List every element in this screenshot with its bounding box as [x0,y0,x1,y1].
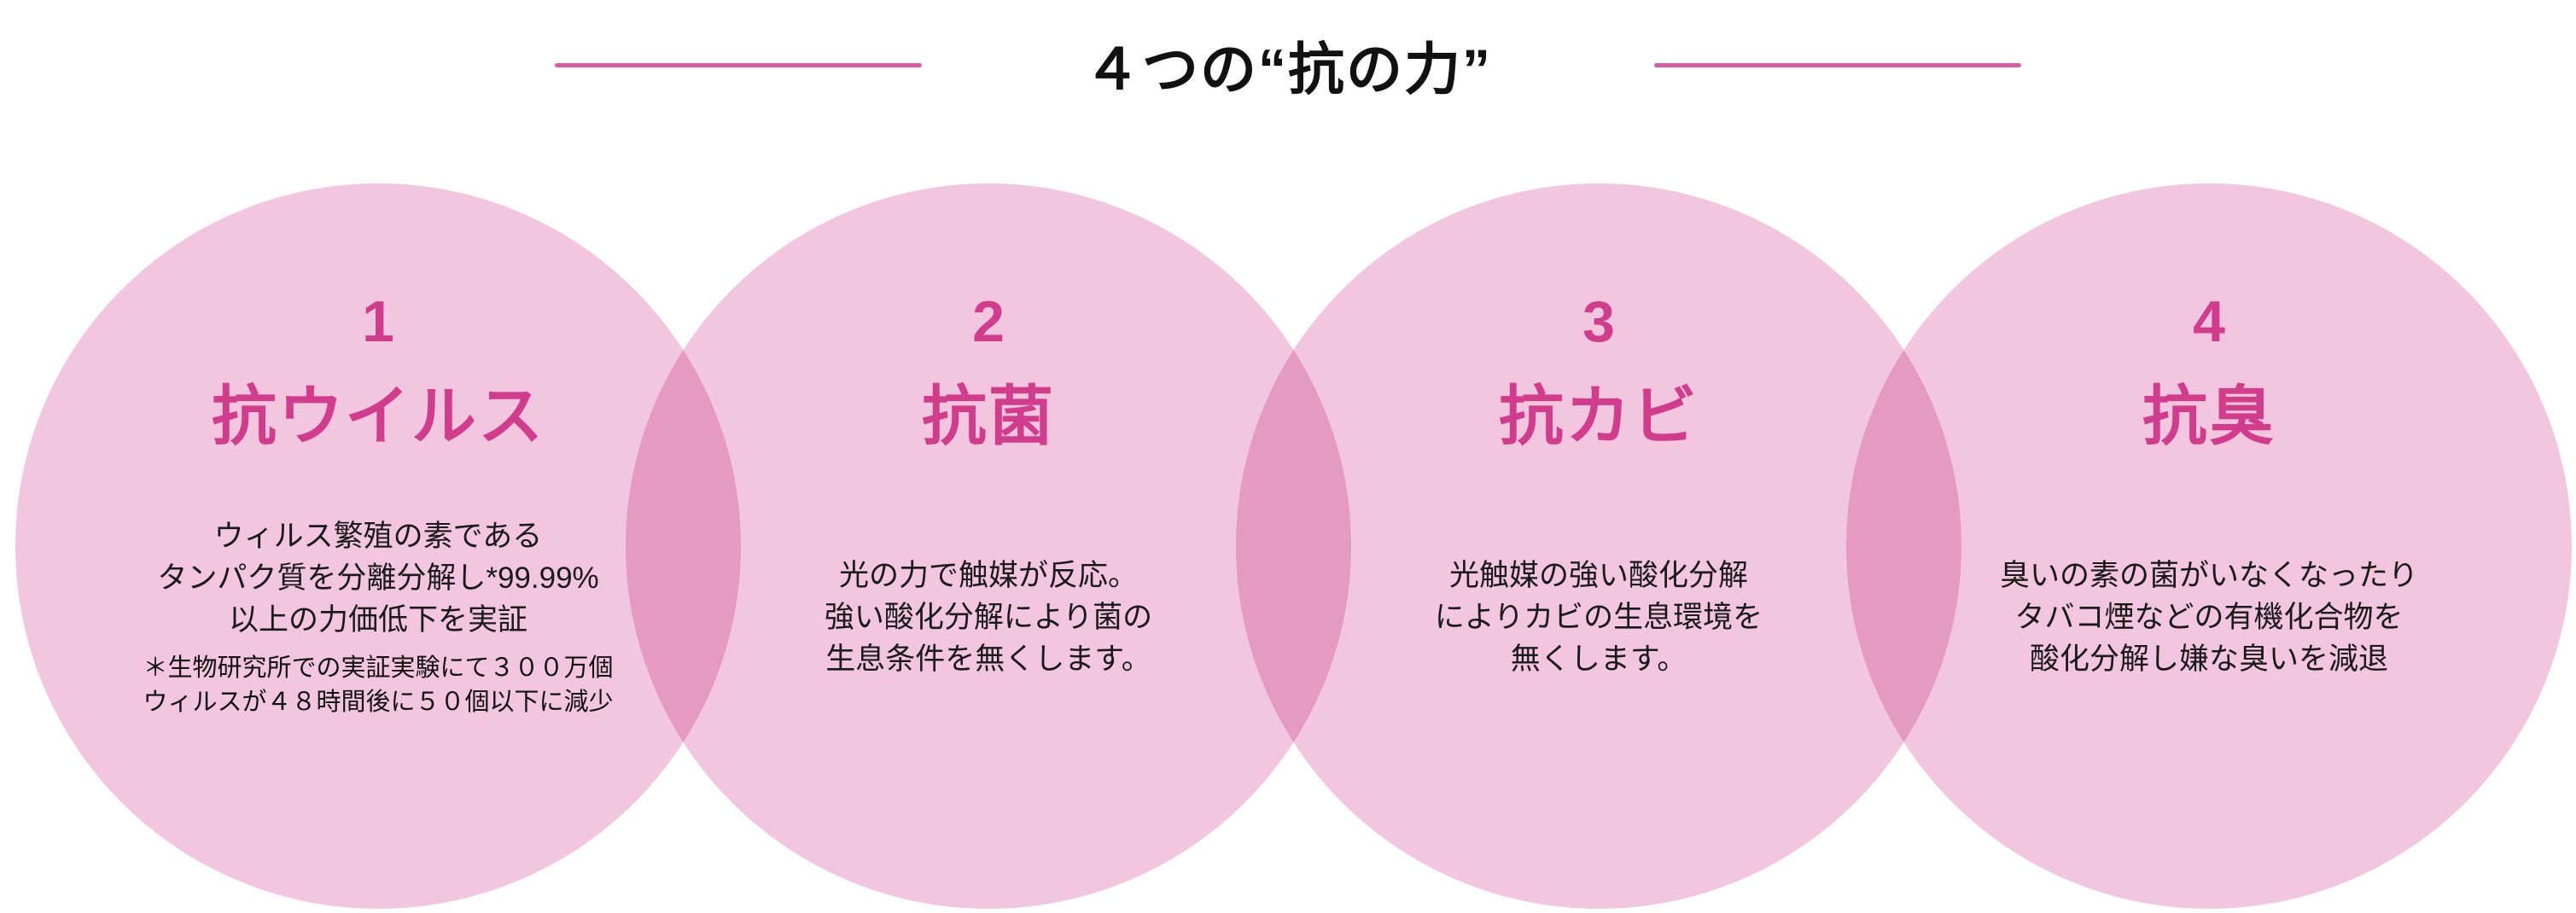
circle-heading: 抗臭 [2142,380,2276,453]
title-divider-right [1654,62,2021,67]
circle-anti-mold: 3 抗カビ 光触媒の強い酸化分解 によりカビの生息環境を 無くします。 [1236,183,1961,909]
body-line: 以上の力価低下を実証 [228,603,527,637]
circle-anti-bacterial: 2 抗菌 光の力で触媒が反応。 強い酸化分解により菌の 生息条件を無くします。 [626,183,1351,909]
footnote-line: ウィルスが４８時間後に５０個以下に減少 [143,689,614,717]
body-line: 生息条件を無くします。 [825,643,1151,677]
body-line: タンパク質を分離分解し*99.99% [157,561,599,596]
circle-body: ウィルス繁殖の素である タンパク質を分離分解し*99.99% 以上の力価低下を実… [143,515,613,719]
page-title: ４つの“抗の力” [1084,38,1492,101]
circle-body: 光触媒の強い酸化分解 によりカビの生息環境を 無くします。 [1435,555,1763,680]
circle-content: 3 抗カビ 光触媒の強い酸化分解 によりカビの生息環境を 無くします。 [1236,183,1961,909]
circle-body: 臭いの素の菌がいなくなったり タバコ煙などの有機化合物を 酸化分解し嫌な臭いを減… [2000,555,2418,680]
circle-anti-odor: 4 抗臭 臭いの素の菌がいなくなったり タバコ煙などの有機化合物を 酸化分解し嫌… [1846,183,2572,909]
circle-number: 3 [1582,289,1615,354]
body-line: ウィルス繁殖の素である [213,520,543,554]
body-line: 光の力で触媒が反応。 [838,559,1138,593]
circle-heading: 抗ウイルス [212,380,545,453]
circle-content: 2 抗菌 光の力で触媒が反応。 強い酸化分解により菌の 生息条件を無くします。 [626,183,1351,909]
body-line: 光触媒の強い酸化分解 [1448,559,1748,593]
body-line: 強い酸化分解により菌の [824,601,1153,635]
circle-heading: 抗菌 [922,380,1055,453]
circle-number: 1 [362,289,394,354]
body-line: 臭いの素の菌がいなくなったり [1999,559,2418,593]
body-line: 無くします。 [1510,643,1687,677]
circle-footnote: ＊生物研究所での実証実験にて３００万個 ウィルスが４８時間後に５０個以下に減少 [143,651,613,719]
circle-anti-virus: 1 抗ウイルス ウィルス繁殖の素である タンパク質を分離分解し*99.99% 以… [15,183,741,909]
body-line: 酸化分解し嫌な臭いを減退 [2029,643,2388,677]
circle-content: 1 抗ウイルス ウィルス繁殖の素である タンパク質を分離分解し*99.99% 以… [15,183,741,909]
circle-heading: 抗カビ [1499,380,1699,453]
body-line: によりカビの生息環境を [1434,601,1763,635]
footnote-line: ＊生物研究所での実証実験にて３００万個 [143,654,614,683]
circle-number: 4 [2193,289,2225,354]
circle-content: 4 抗臭 臭いの素の菌がいなくなったり タバコ煙などの有機化合物を 酸化分解し嫌… [1846,183,2572,909]
body-line: タバコ煙などの有機化合物を [2014,601,2404,635]
circle-body: 光の力で触媒が反応。 強い酸化分解により菌の 生息条件を無くします。 [825,555,1152,680]
circle-number: 2 [972,289,1005,354]
header: ４つの“抗の力” [0,24,2576,106]
title-divider-left [555,62,922,67]
